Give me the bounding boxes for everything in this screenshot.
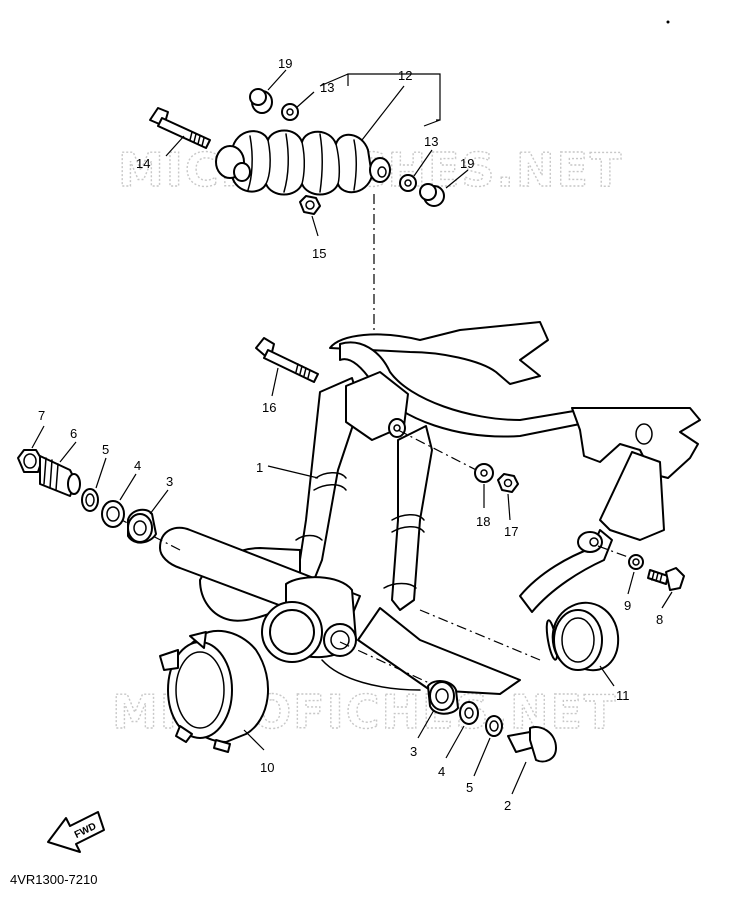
callout-11: 11	[616, 688, 630, 703]
callout-4-left: 4	[134, 458, 141, 473]
callout-8: 8	[656, 612, 663, 627]
assembly-line-bearing	[339, 641, 441, 689]
callout-16: 16	[262, 400, 276, 415]
callout-3-left: 3	[166, 474, 173, 489]
assembly-line-seal	[419, 609, 541, 661]
callout-4-right: 4	[438, 764, 445, 779]
callout-1: 1	[256, 460, 263, 475]
pivot-cover	[159, 630, 269, 753]
washer	[474, 463, 494, 483]
callout-5-left: 5	[102, 442, 109, 457]
callout-13-right: 13	[424, 134, 438, 149]
callout-12: 12	[398, 68, 412, 83]
callout-13-left: 13	[320, 80, 334, 95]
assembly-line-washer	[397, 429, 489, 477]
rear-shock-absorber	[215, 129, 391, 196]
collar-ring-right	[399, 174, 417, 192]
corner-mark	[666, 20, 670, 24]
pivot-sleeve	[39, 455, 81, 497]
pivot-nut	[17, 449, 43, 473]
dust-seal	[551, 601, 620, 672]
drawing-code: 4VR1300-7210	[10, 872, 98, 887]
bearing-right	[427, 680, 459, 715]
callout-9: 9	[624, 598, 631, 613]
callout-7: 7	[38, 408, 45, 423]
callout-leaders	[31, 69, 673, 795]
forward-arrow-icon: FWD	[47, 811, 105, 853]
collar-right	[485, 715, 503, 737]
callout-18: 18	[476, 514, 490, 529]
shock-nut	[299, 195, 321, 215]
callout-numbers: 12 13 13 19 19 14 15 16 1 7 6 5 4 3 10 1…	[38, 56, 663, 813]
shock-bolt	[149, 107, 211, 149]
nut	[497, 473, 519, 493]
collar-ring-left	[281, 103, 299, 121]
callout-17: 17	[504, 524, 518, 539]
swingarm-body	[159, 321, 701, 695]
callout-2: 2	[504, 798, 511, 813]
callout-19-right: 19	[460, 156, 474, 171]
collar-left	[81, 488, 99, 512]
callout-10: 10	[260, 760, 274, 775]
callout-3-right: 3	[410, 744, 417, 759]
bush-right	[419, 183, 445, 207]
chain-guard-washer	[628, 554, 644, 570]
bearing-left	[127, 508, 157, 544]
bush-left	[249, 88, 273, 114]
callout-15: 15	[312, 246, 326, 261]
thrust-washer-left	[101, 500, 125, 528]
chain-guard-bolt	[647, 567, 685, 591]
frame-bolt	[255, 337, 319, 383]
assembly-line-chainguard	[597, 545, 637, 561]
thrust-washer-right	[459, 701, 479, 725]
callout-6: 6	[70, 426, 77, 441]
callout-5-right: 5	[466, 780, 473, 795]
callout-14: 14	[136, 156, 150, 171]
callout-19-left: 19	[278, 56, 292, 71]
pivot-shaft	[507, 726, 557, 763]
